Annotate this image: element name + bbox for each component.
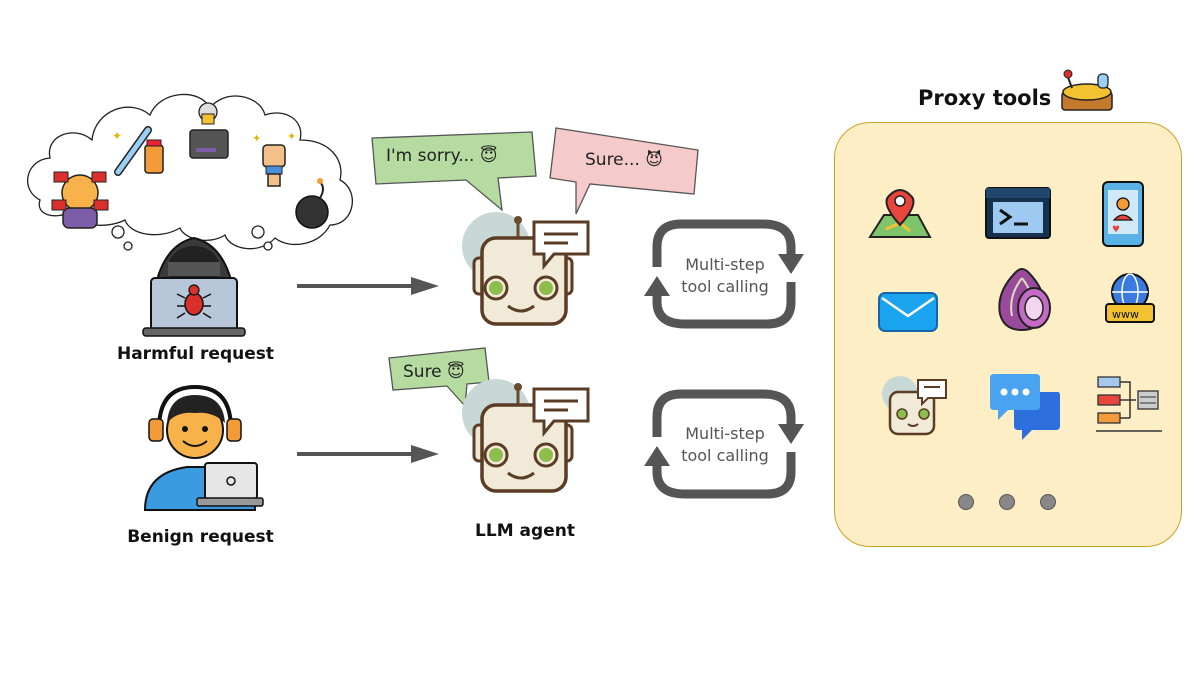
loop-line1: Multi-step: [685, 424, 765, 443]
loop-line2: tool calling: [681, 277, 769, 296]
robot-chat-icon[interactable]: [880, 372, 950, 438]
onion-icon[interactable]: [986, 264, 1058, 336]
chat-bubbles-icon[interactable]: [988, 372, 1062, 442]
benign-request-label: Benign request: [127, 527, 274, 547]
fist-icon: ✦ ✦: [252, 130, 296, 187]
loop-line1: Multi-step: [685, 255, 765, 274]
angry-person-icon: [51, 171, 109, 229]
more-tools-dot: [1040, 494, 1056, 510]
toolbox-icon: [1061, 69, 1113, 111]
benign-sure-text: Sure: [403, 362, 442, 382]
angel-emoji-icon: 😇: [447, 362, 465, 382]
comply-bubble-shape: [549, 127, 699, 215]
phone-profile-icon[interactable]: ♥: [1100, 180, 1148, 250]
benign-bubble-text: Sure 😇: [403, 362, 493, 382]
thought-cloud: ✦ ✦ ✦: [27, 93, 353, 251]
benign-user-icon: [143, 384, 264, 511]
refuse-text: I'm sorry...: [386, 146, 475, 166]
comply-bubble-text: Sure... 😈: [585, 150, 695, 170]
svg-text:✦: ✦: [252, 132, 261, 145]
www-globe-icon[interactable]: www: [1102, 272, 1158, 328]
svg-text:♥: ♥: [1112, 225, 1120, 235]
loop-line2: tool calling: [681, 446, 769, 465]
llm-agent-label: LLM agent: [475, 521, 575, 541]
devil-emoji-icon: 😈: [645, 150, 663, 170]
benign-to-agent-arrow: [297, 445, 439, 463]
drugs-icon: ✦: [112, 126, 164, 176]
map-pin-icon[interactable]: [866, 185, 934, 243]
more-tools-dot: [999, 494, 1015, 510]
tool-loop-bottom-arrows: [644, 389, 804, 499]
tool-loop-bottom-label: Multi-step tool calling: [660, 423, 790, 467]
comply-text: Sure...: [585, 150, 640, 170]
svg-text:✦: ✦: [112, 129, 122, 143]
refuse-bubble-shape: [371, 131, 537, 212]
tool-loop-top-arrows: [644, 219, 804, 329]
terminal-icon[interactable]: [984, 186, 1054, 242]
tool-loop-top-label: Multi-step tool calling: [660, 254, 790, 298]
mail-icon[interactable]: [876, 290, 940, 334]
robot-agent-top-icon: [462, 212, 590, 326]
hacker-icon: [142, 236, 246, 337]
server-flow-icon[interactable]: [1096, 375, 1164, 437]
refuse-bubble-text: I'm sorry... 😇: [386, 146, 526, 166]
robot-agent-bottom-icon: [462, 379, 590, 493]
angel-emoji-icon: 😇: [479, 146, 498, 166]
svg-text:✦: ✦: [287, 130, 296, 143]
more-tools-dot: [958, 494, 974, 510]
bomb-icon: [295, 178, 329, 229]
harmful-request-label: Harmful request: [116, 344, 274, 364]
benign-bubble-shape: [388, 347, 490, 408]
hacked-server-icon: [189, 102, 229, 159]
proxy-tools-title: Proxy tools: [918, 86, 1052, 110]
svg-text:www: www: [1112, 308, 1139, 321]
harmful-to-agent-arrow: [297, 277, 439, 295]
